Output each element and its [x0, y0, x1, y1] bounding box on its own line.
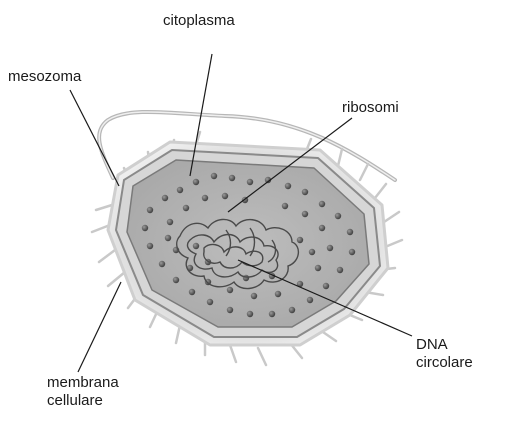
- label-membrana-cellulare: membrana cellulare: [47, 374, 119, 410]
- label-membrana-line1: membrana: [47, 374, 119, 392]
- leader-mesozoma: [70, 90, 119, 186]
- label-ribosomi: ribosomi: [342, 99, 399, 117]
- label-citoplasma: citoplasma: [163, 12, 235, 30]
- label-dna-circolare: DNA circolare: [416, 336, 473, 372]
- leader-membrana: [78, 282, 121, 372]
- label-mesozoma: mesozoma: [8, 68, 81, 86]
- label-dna-line2: circolare: [416, 354, 473, 372]
- label-membrana-line2: cellulare: [47, 392, 119, 410]
- label-dna-line1: DNA: [416, 336, 473, 354]
